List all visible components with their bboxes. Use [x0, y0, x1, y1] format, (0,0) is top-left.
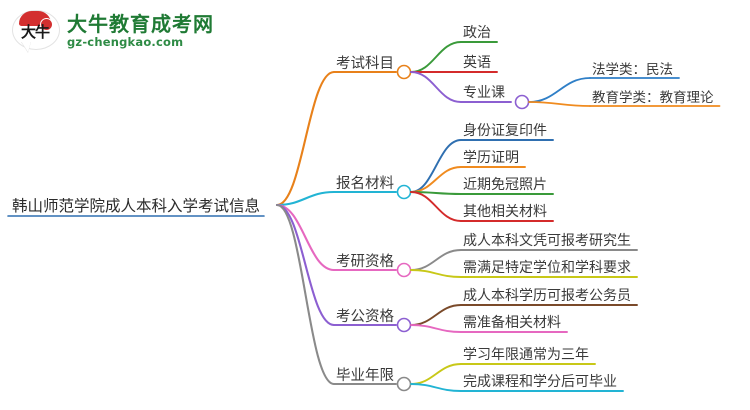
branch-label-3[interactable]: 考研资格: [336, 254, 394, 270]
logo-bubble-icon: 大牛: [12, 8, 60, 54]
leaf-label-2-2[interactable]: 学历证明: [463, 150, 519, 166]
leaf-label-4-2[interactable]: 需准备相关材料: [463, 315, 561, 331]
leaf-label-1-2[interactable]: 英语: [463, 55, 491, 71]
leaf-label-2-4[interactable]: 其他相关材料: [463, 204, 547, 220]
logo-url: gz-chengkao.com: [67, 34, 184, 49]
leaf-label-4-1[interactable]: 成人本科学历可报考公务员: [463, 288, 631, 304]
subleaf-label-1-3-2[interactable]: 教育学类：教育理论: [592, 90, 714, 106]
branch-label-5[interactable]: 毕业年限: [336, 368, 394, 384]
logo-title: 大牛教育成考网: [67, 11, 214, 36]
leaf-label-2-1[interactable]: 身份证复印件: [463, 123, 547, 139]
leaf-label-2-3[interactable]: 近期免冠照片: [463, 177, 547, 193]
branch-label-4[interactable]: 考公资格: [336, 309, 394, 325]
site-logo[interactable]: 大牛 大牛教育成考网 gz-chengkao.com: [12, 8, 214, 54]
branch-label-1[interactable]: 考试科目: [336, 56, 394, 72]
leaf-label-1-3[interactable]: 专业课: [463, 85, 505, 101]
leaf-label-3-1[interactable]: 成人本科文凭可报考研究生: [463, 233, 631, 249]
subleaf-label-1-3-1[interactable]: 法学类：民法: [592, 62, 673, 78]
logo-mark-text: 大牛: [20, 23, 50, 41]
branch-label-2[interactable]: 报名材料: [336, 176, 394, 192]
leaf-label-1-1[interactable]: 政治: [463, 25, 491, 41]
leaf-label-5-1[interactable]: 学习年限通常为三年: [463, 347, 589, 363]
leaf-label-5-2[interactable]: 完成课程和学分后可毕业: [463, 374, 617, 390]
root-node-label[interactable]: 韩山师范学院成人本科入学考试信息: [12, 197, 261, 215]
leaf-label-3-2[interactable]: 需满足特定学位和学科要求: [463, 260, 631, 276]
